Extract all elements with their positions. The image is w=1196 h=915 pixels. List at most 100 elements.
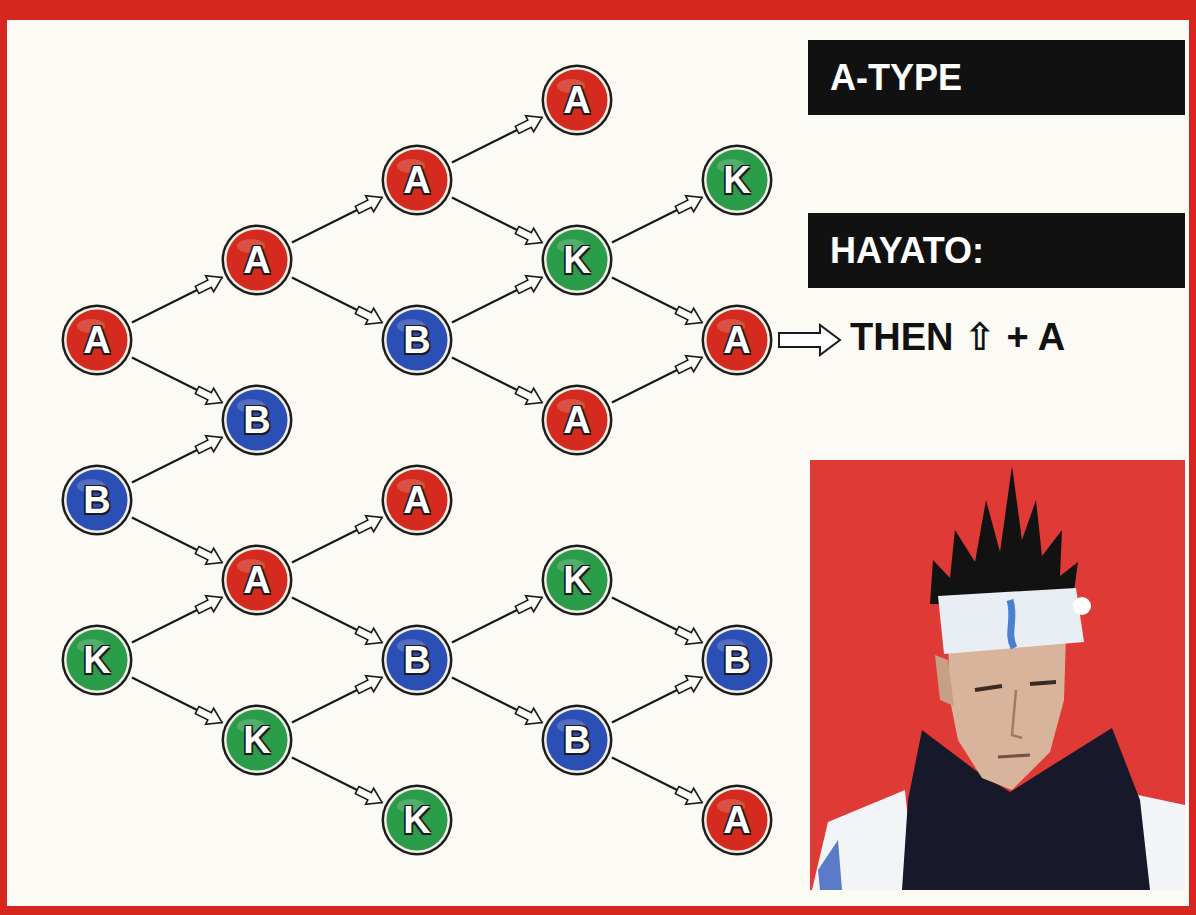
combo-arrow <box>292 597 382 642</box>
button-letter: A <box>541 384 613 456</box>
button-letter: K <box>541 544 613 616</box>
circle-rim <box>222 545 293 616</box>
circle-rim <box>702 785 773 856</box>
button-circle: A <box>381 464 453 536</box>
button-circle: K <box>221 704 293 776</box>
button-circle: A <box>701 304 773 376</box>
ear <box>935 655 954 706</box>
hair <box>930 466 1078 606</box>
combo-arrow <box>452 277 542 322</box>
bar-title: A-TYPE <box>830 58 962 98</box>
combo-arrow <box>292 197 382 242</box>
button-letter: A <box>701 784 773 856</box>
circle-rim <box>702 305 773 376</box>
circle-rim <box>222 225 293 296</box>
circle-rim <box>382 625 453 696</box>
combo-arrow <box>612 277 702 322</box>
button-circle: B <box>61 464 133 536</box>
panel <box>7 20 1189 906</box>
button-circle: A <box>541 384 613 456</box>
combo-arrow <box>132 277 222 322</box>
headband-mark <box>1010 600 1014 648</box>
button-letter: K <box>221 704 293 776</box>
bar-title: HAYATO: <box>830 231 984 271</box>
button-circle: A <box>221 224 293 296</box>
button-letter: B <box>381 624 453 696</box>
headband <box>938 588 1084 654</box>
button-circle: B <box>381 624 453 696</box>
circle-rim <box>382 305 453 376</box>
combo-arrow <box>452 677 542 722</box>
combo-arrow <box>132 357 222 402</box>
combo-arrow <box>452 357 542 402</box>
button-letter: A <box>221 224 293 296</box>
headband-knot <box>1073 597 1091 615</box>
button-letter: K <box>701 144 773 216</box>
button-letter: B <box>61 464 133 536</box>
button-letter: B <box>541 704 613 776</box>
circle-rim <box>222 705 293 776</box>
mouth <box>998 755 1030 757</box>
combo-arrow <box>612 197 702 242</box>
title-bar: A-TYPE <box>808 40 1185 115</box>
combo-arrow <box>292 277 382 322</box>
button-letter: B <box>381 304 453 376</box>
shoulder <box>812 790 915 890</box>
circle-rim <box>382 465 453 536</box>
button-letter: A <box>61 304 133 376</box>
combo-arrow <box>452 597 542 642</box>
button-circle: A <box>221 544 293 616</box>
combo-arrow <box>292 517 382 562</box>
shoulder-shade <box>818 840 842 890</box>
combo-arrow <box>132 677 222 722</box>
button-circle: K <box>381 784 453 856</box>
circle-rim <box>222 385 293 456</box>
button-letter: B <box>701 624 773 696</box>
button-circle: A <box>61 304 133 376</box>
button-circle: B <box>381 304 453 376</box>
nose <box>1012 690 1022 738</box>
combo-arrow <box>292 757 382 802</box>
button-circle: A <box>381 144 453 216</box>
button-letter: A <box>541 64 613 136</box>
button-circle: K <box>61 624 133 696</box>
button-circle: K <box>541 224 613 296</box>
circle-rim <box>702 145 773 216</box>
circle-rim <box>542 545 613 616</box>
button-letter: A <box>221 544 293 616</box>
combo-arrow <box>612 357 702 402</box>
button-circle: A <box>541 64 613 136</box>
circle-rim <box>382 145 453 216</box>
circle-rim <box>62 305 133 376</box>
button-letter: K <box>61 624 133 696</box>
combo-arrow <box>452 197 542 242</box>
circle-rim <box>542 385 613 456</box>
button-circle: B <box>701 624 773 696</box>
combo-arrow <box>612 757 702 802</box>
circle-rim <box>702 625 773 696</box>
portrait-ground <box>810 460 1185 890</box>
button-letter: A <box>701 304 773 376</box>
combo-arrow <box>132 597 222 642</box>
button-letter: K <box>541 224 613 296</box>
title-bar: HAYATO: <box>808 213 1185 288</box>
follow-up-note: THEN ⇧ + A <box>850 317 1065 359</box>
combo-arrow <box>132 517 222 562</box>
circle-rim <box>542 65 613 136</box>
button-circle: B <box>541 704 613 776</box>
combo-arrow <box>612 677 702 722</box>
button-circle: K <box>701 144 773 216</box>
combo-arrow <box>132 437 222 482</box>
button-letter: B <box>221 384 293 456</box>
circle-rim <box>382 785 453 856</box>
button-letter: A <box>381 144 453 216</box>
combo-arrow <box>452 117 542 162</box>
face <box>948 634 1066 790</box>
combo-arrow <box>612 597 702 642</box>
circle-rim <box>542 225 613 296</box>
eyes <box>975 682 1056 690</box>
circle-rim <box>62 625 133 696</box>
